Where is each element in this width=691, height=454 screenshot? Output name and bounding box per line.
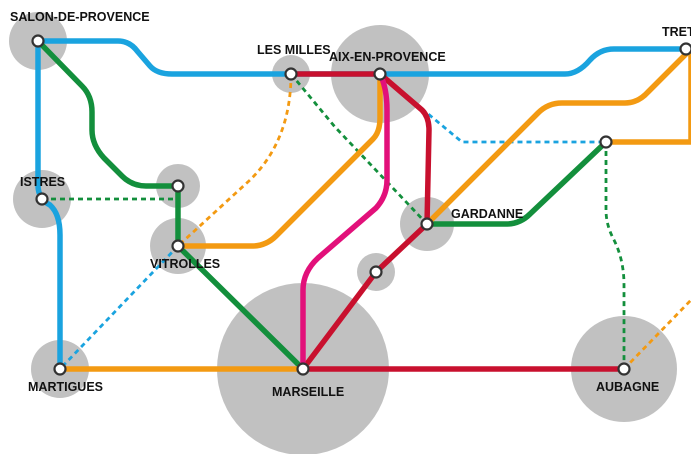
label-martigues: MARTIGUES <box>28 380 103 394</box>
label-vitrolles: VITROLLES <box>150 257 220 271</box>
label-aubagne: AUBAGNE <box>596 380 659 394</box>
red-line-aix-gardanne <box>377 71 432 227</box>
station-dot-tret[interactable] <box>679 42 691 56</box>
station-dot-marseille[interactable] <box>296 362 310 376</box>
dashed-links <box>42 72 691 370</box>
blue-line <box>35 38 691 77</box>
station-dots[interactable] <box>31 34 691 376</box>
dashed-link-aubagne-east <box>622 299 691 370</box>
label-salon: SALON-DE-PROVENCE <box>10 10 150 24</box>
label-istres: ISTRES <box>20 175 65 189</box>
station-dot-martigues[interactable] <box>53 362 67 376</box>
station-dot-istres[interactable] <box>35 192 49 206</box>
station-dot-tret-junction[interactable] <box>599 135 613 149</box>
dashed-link-aix-tret <box>379 72 606 144</box>
label-tret: TRET <box>662 25 691 39</box>
blue-line-west-branch <box>35 38 63 372</box>
orange-line-tret-branch <box>603 46 691 145</box>
label-les-milles: LES MILLES <box>257 43 331 57</box>
station-labels: SALON-DE-PROVENCE LES MILLES AIX-EN-PROV… <box>10 10 691 399</box>
orange-line-gardanne-tret <box>424 46 691 227</box>
station-dot-gardanne[interactable] <box>420 217 434 231</box>
station-dot-les-milles[interactable] <box>284 67 298 81</box>
dashed-link-vitrolles-martigues <box>58 245 180 370</box>
station-dot-junction-north[interactable] <box>171 179 185 193</box>
green-line-gardanne-tret-junction <box>424 139 609 227</box>
label-marseille: MARSEILLE <box>272 385 344 399</box>
dashed-link-lesmilles-vitrolles <box>177 73 293 248</box>
label-aix: AIX-EN-PROVENCE <box>329 50 446 64</box>
station-dot-salon[interactable] <box>31 34 45 48</box>
orange-line-vitrolles-aix <box>175 71 383 249</box>
solid-lines <box>35 38 691 372</box>
station-dot-aix[interactable] <box>373 67 387 81</box>
magenta-line <box>300 71 390 372</box>
station-dot-simiane[interactable] <box>369 265 383 279</box>
dashed-link-tretjunction-aubagne <box>604 142 626 369</box>
dashed-link-lesmilles-gardanne <box>289 73 429 225</box>
station-dot-aubagne[interactable] <box>617 362 631 376</box>
green-line-salon-marseille <box>35 38 306 372</box>
label-gardanne: GARDANNE <box>451 207 523 221</box>
station-dot-vitrolles[interactable] <box>171 239 185 253</box>
